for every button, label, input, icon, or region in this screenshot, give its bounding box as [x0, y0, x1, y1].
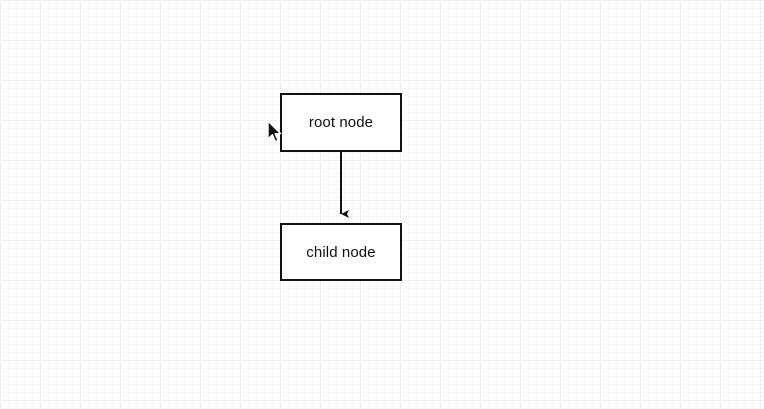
node-child[interactable]: child node: [280, 223, 402, 281]
node-root[interactable]: root node: [280, 93, 402, 152]
node-root-label: root node: [308, 114, 374, 131]
node-child-label: child node: [306, 243, 376, 261]
